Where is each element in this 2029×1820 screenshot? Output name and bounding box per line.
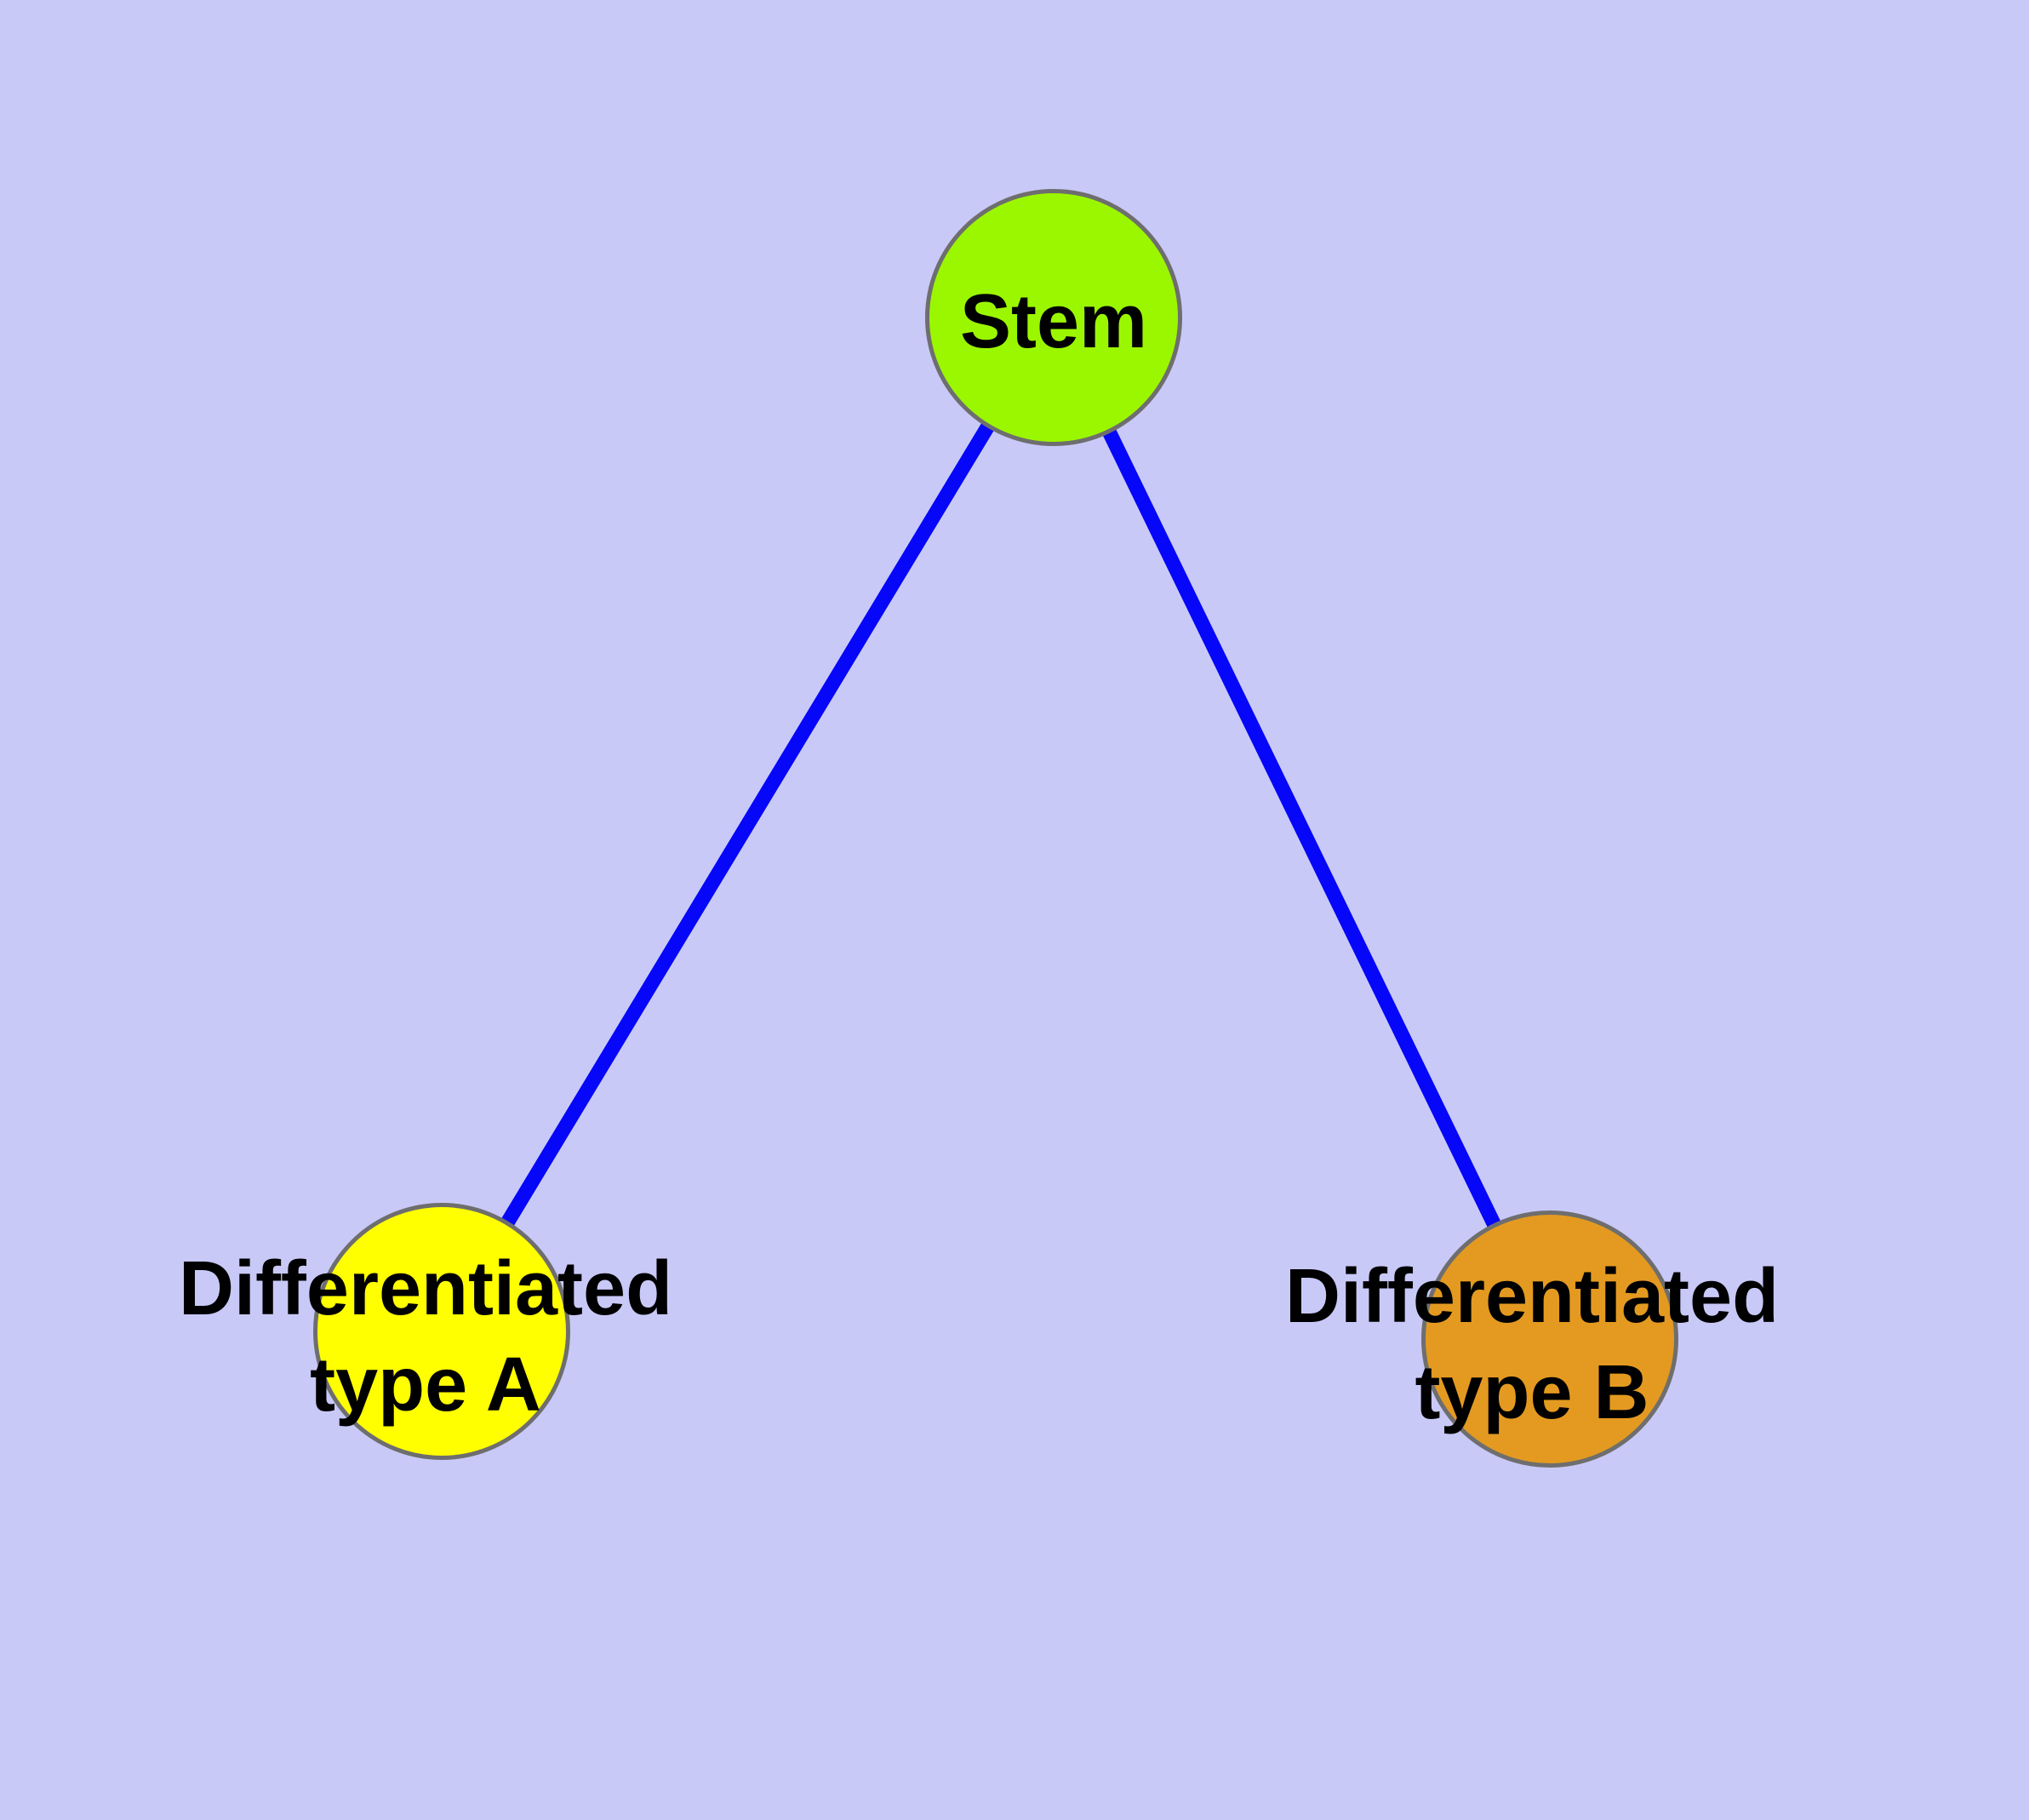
node-stem-label: Stem [960,274,1147,370]
node-stem [925,189,1182,446]
edge-stem-to-type-b [1047,314,1557,1342]
node-differentiated-type-a-label: Differentiated type A [179,1241,672,1434]
node-type-b-label-line1: Differentiated [1284,1254,1780,1339]
node-type-b-label-line2: type B [1415,1350,1649,1435]
node-differentiated-type-b-label: Differentiated type B [1285,1249,1779,1441]
node-type-a-label-line1: Differentiated [178,1246,673,1331]
node-differentiated-type-b [1421,1210,1678,1468]
node-differentiated-type-a [313,1203,570,1460]
node-stem-label-text: Stem [959,279,1148,364]
edge-stem-to-type-a [435,313,1060,1336]
node-type-a-label-line2: type A [310,1342,541,1428]
